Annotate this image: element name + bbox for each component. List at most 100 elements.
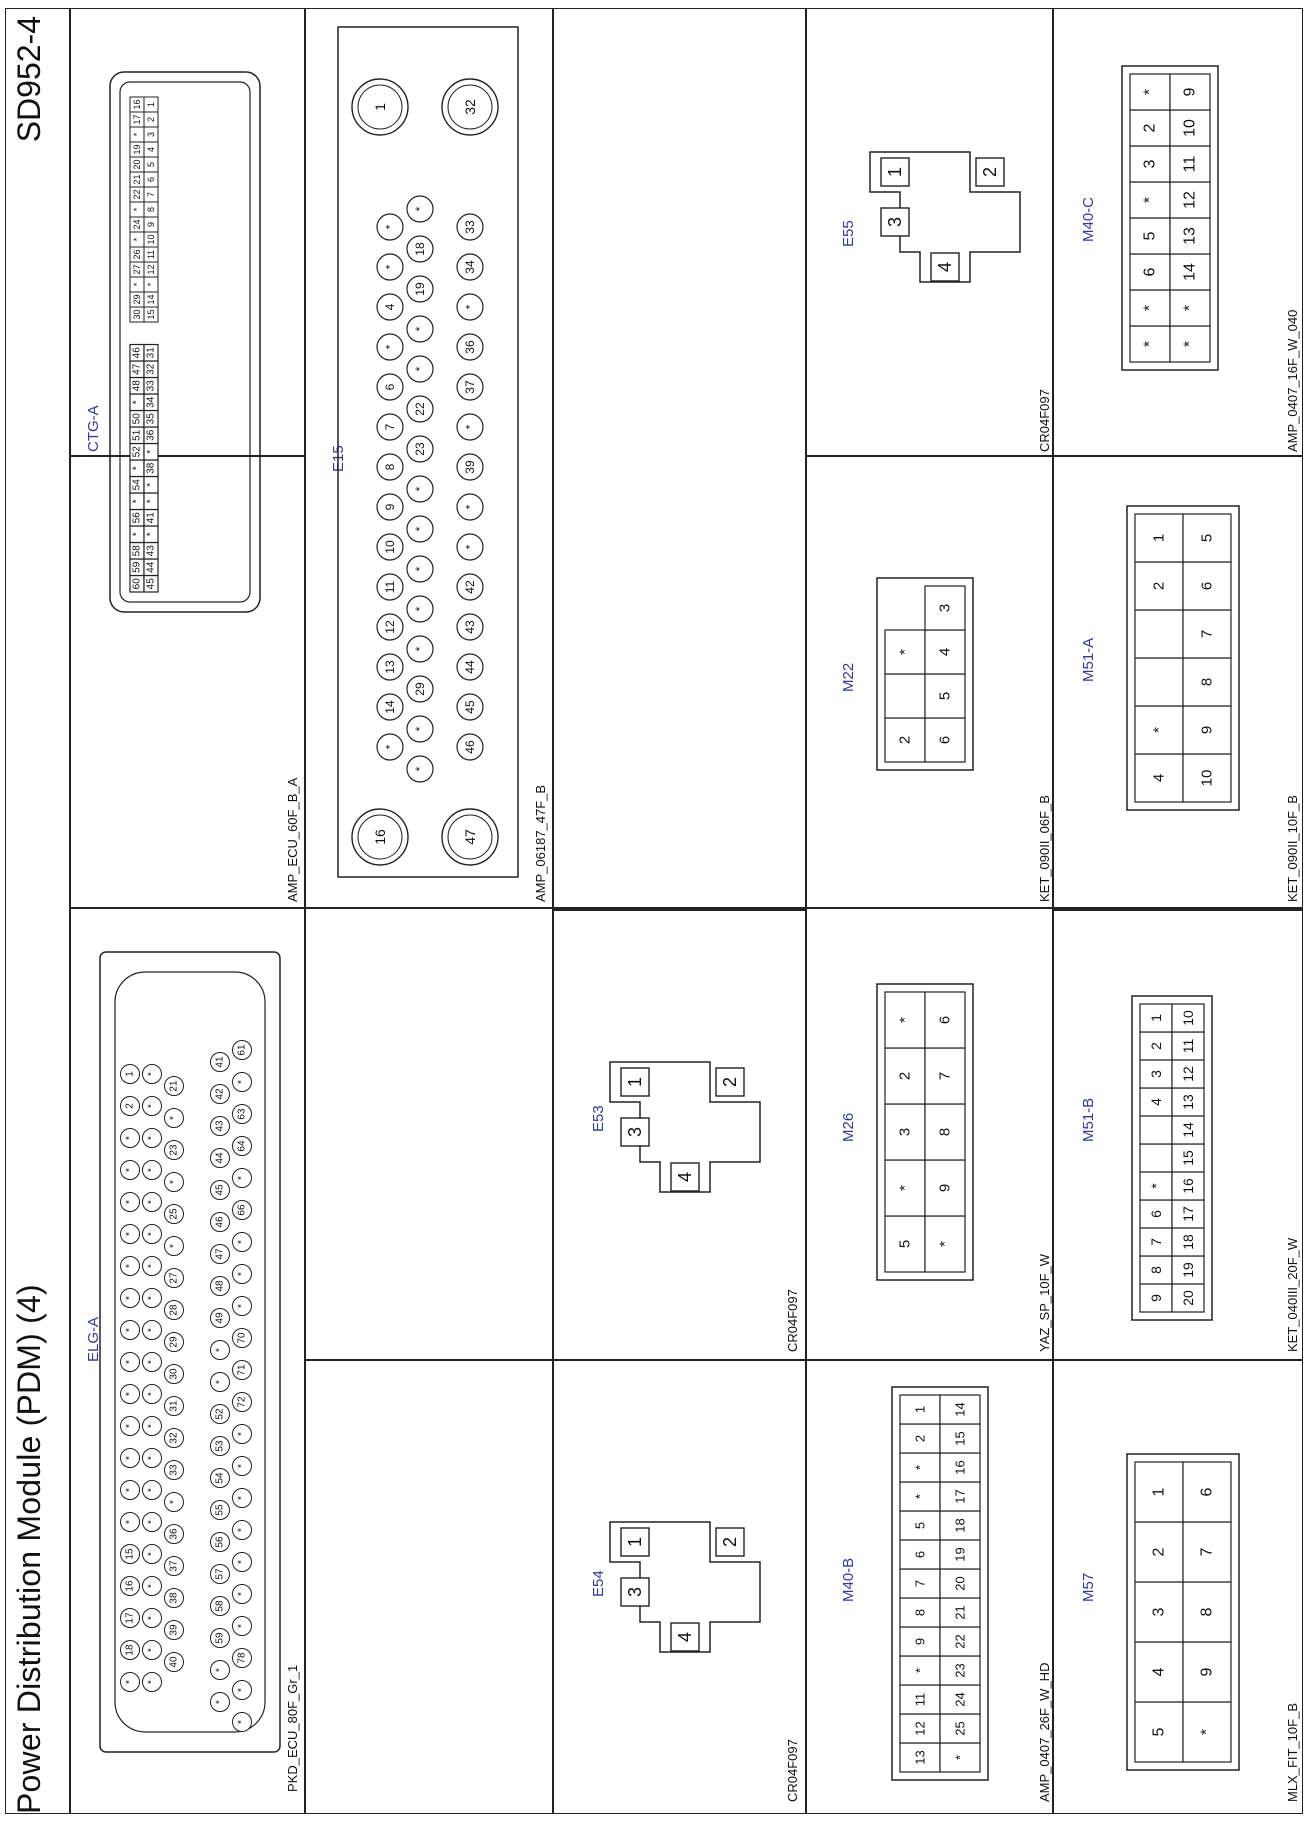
e15-pin-label: 8	[383, 463, 397, 470]
ctga-pin-label: 29	[132, 294, 142, 304]
elga-pin-label: 2	[125, 1103, 136, 1109]
m51-a-name: M51-A	[1080, 637, 1097, 682]
elga-pin	[142, 1512, 162, 1532]
elga-pin	[120, 1192, 140, 1212]
m51_a-pin-label: 7	[1199, 630, 1216, 638]
elga-pin-label: 18	[125, 1644, 136, 1656]
m51_b-pin-label: 18	[1180, 1234, 1196, 1250]
m57-part: MLX_FIT_10F_B	[1285, 1703, 1300, 1802]
ctga-pin-label: 10	[146, 234, 156, 244]
ctga-body	[109, 71, 261, 613]
ctga-pin-label: 59	[132, 561, 143, 573]
elga-pin	[164, 1172, 184, 1192]
elga-pin-label: *	[237, 1432, 248, 1436]
m51_b-pin-label: 20	[1180, 1290, 1196, 1306]
e15-pin-label: 22	[413, 402, 427, 416]
m22-pin-label: 4	[937, 648, 954, 656]
e15-pin-label: 13	[383, 660, 397, 674]
elga-pin-label: *	[237, 1624, 248, 1628]
e15-big-pin-label: 1	[372, 103, 388, 111]
elga-pin	[120, 1640, 140, 1660]
elga-pin	[232, 1680, 252, 1700]
page-code: SD952-4	[11, 16, 47, 143]
ctga-pin-label: *	[146, 483, 157, 487]
elga-pin	[120, 1544, 140, 1564]
elga-pin-label: *	[147, 1616, 158, 1620]
elga-pin	[210, 1596, 230, 1616]
e15-big-pin	[441, 78, 499, 136]
ctga-pin-label: 22	[132, 189, 142, 199]
e54-outline	[609, 1521, 761, 1653]
e53-pin-label: 1	[625, 1077, 645, 1087]
m40_b-pin-label: 9	[913, 1638, 928, 1645]
ctga-pin-label: 14	[146, 294, 156, 304]
e15-pin-label: *	[413, 566, 427, 571]
ctga-pin-label: 15	[146, 309, 156, 319]
elga-pin-label: *	[125, 1680, 136, 1684]
elga-pin	[232, 1040, 252, 1060]
elga-pin	[210, 1116, 230, 1136]
elga-pin-label: *	[147, 1392, 158, 1396]
ctga-pin-cell	[143, 343, 159, 362]
elga-pin-label: 21	[169, 1080, 180, 1092]
elga-pin-label: *	[125, 1168, 136, 1172]
e15-pin-label: 39	[463, 460, 477, 474]
elga-pin-label: 45	[215, 1184, 226, 1196]
m51_b-pin-label: 16	[1180, 1178, 1196, 1194]
e15-pin-label: 29	[413, 682, 427, 696]
elga-pin	[232, 1264, 252, 1284]
row-divider-4	[1052, 8, 1054, 1814]
m26-pin-label: 6	[937, 1016, 954, 1024]
elga-pin-label: 59	[215, 1632, 226, 1644]
ctga-pin-label: *	[146, 499, 157, 503]
elga-pin	[232, 1136, 252, 1156]
e15-pin-label: *	[413, 206, 427, 211]
col-divider-7	[1052, 1359, 1303, 1361]
elga-pin-label: 1	[125, 1071, 136, 1077]
ctga-pin-label: 3	[146, 132, 156, 137]
elga-pin-label: *	[237, 1176, 248, 1180]
e15-pin	[456, 293, 484, 321]
m51_b-pin-label: 17	[1180, 1206, 1196, 1222]
m40_b-pin-label: 18	[953, 1518, 968, 1532]
elga-pin-label: *	[125, 1456, 136, 1460]
elga-pin-label: 64	[237, 1140, 248, 1152]
m26-pin-label: *	[937, 1241, 954, 1247]
elga-pin-label: 49	[215, 1312, 226, 1324]
e15-pin	[406, 235, 434, 263]
ctga-pin-label: 27	[132, 264, 142, 274]
elga-pin-label: 66	[237, 1204, 248, 1216]
elga-pin-label: *	[147, 1456, 158, 1460]
elga-pin-label: *	[125, 1424, 136, 1428]
elga-pin	[120, 1160, 140, 1180]
e15-pin	[376, 413, 404, 441]
elga-pin	[120, 1064, 140, 1084]
elga-pin	[232, 1424, 252, 1444]
ctga-pin-label: 4	[146, 147, 156, 152]
e15-pin	[406, 515, 434, 543]
ctga-pin-label: 51	[132, 429, 143, 441]
elga-pin	[142, 1448, 162, 1468]
elga-pin-label: 36	[169, 1528, 180, 1540]
e15-pin-label: 6	[383, 383, 397, 390]
e15-pin	[456, 373, 484, 401]
elga-pin	[164, 1652, 184, 1672]
m57-pin-label: 8	[1199, 1607, 1216, 1616]
e15-pin-label: 46	[463, 740, 477, 754]
e15-pin	[456, 533, 484, 561]
elga-pin	[120, 1672, 140, 1692]
e54-pin-label: 2	[720, 1537, 740, 1547]
elga-pin	[142, 1352, 162, 1372]
e15-pin	[376, 613, 404, 641]
m51_b-pin-label: 10	[1180, 1010, 1196, 1026]
e15-pin	[406, 715, 434, 743]
e15-pin-label: 34	[463, 260, 477, 274]
elga-pin	[210, 1404, 230, 1424]
elga-pin	[164, 1620, 184, 1640]
elga-pin	[142, 1384, 162, 1404]
col-divider-5	[304, 1359, 805, 1361]
